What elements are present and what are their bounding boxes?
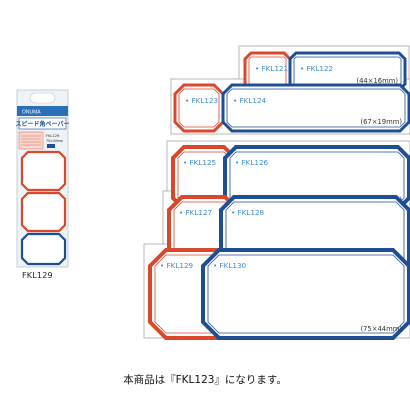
package-title-box xyxy=(18,117,67,130)
label-outer-border xyxy=(201,248,410,340)
package-brand: ONUMA xyxy=(22,110,41,116)
package-size: 75×44mm xyxy=(46,139,63,143)
label-sample: • FKL124 (67×19mm) xyxy=(221,83,410,133)
package-info-block xyxy=(18,131,44,150)
label-size: (67×19mm) xyxy=(360,118,402,126)
label-code: • FKL124 xyxy=(233,96,267,105)
label-code: • FKL123 xyxy=(185,96,218,105)
label-samples: • FKL121• FKL122(44×16mm)• FKL123• FKL12… xyxy=(148,51,410,340)
label-outer-border xyxy=(173,83,225,133)
label-inner-border xyxy=(207,254,405,334)
package-title: スピード角ペーパー xyxy=(16,120,70,128)
label-code: • FKL128 xyxy=(231,208,265,217)
label-size: (75×44mm) xyxy=(360,325,402,333)
label-code: • FKL129 xyxy=(160,261,194,270)
label-size: (44×16mm) xyxy=(356,77,398,85)
label-outer-border xyxy=(221,83,410,133)
package-header-band xyxy=(17,106,68,116)
label-sample: • FKL130 (75×44mm) xyxy=(201,248,410,340)
package-small-code: FKL129 xyxy=(46,134,60,138)
label-code: • FKL130 xyxy=(213,261,247,270)
package-sample-label xyxy=(20,191,67,233)
label-code: • FKL126 xyxy=(235,158,269,167)
label-code: • FKL125 xyxy=(183,158,216,167)
package-hanger xyxy=(29,92,56,104)
label-code: • FKL122 xyxy=(300,64,333,73)
package-sample-label xyxy=(20,232,67,266)
caption: 本商品は『FKL123』になります。 xyxy=(123,374,287,386)
label-code: • FKL121 xyxy=(255,64,288,73)
label-inner-border xyxy=(226,88,406,128)
package-badge xyxy=(47,144,55,148)
label-sample: • FKL123 xyxy=(173,83,225,133)
label-code: • FKL127 xyxy=(179,208,212,217)
package-code: FKL129 xyxy=(22,271,53,280)
label-inner-border xyxy=(178,88,220,128)
package: ONUMA スピード角ペーパー FKL129 75×44mm xyxy=(16,89,70,268)
package-sample-label xyxy=(20,150,67,192)
